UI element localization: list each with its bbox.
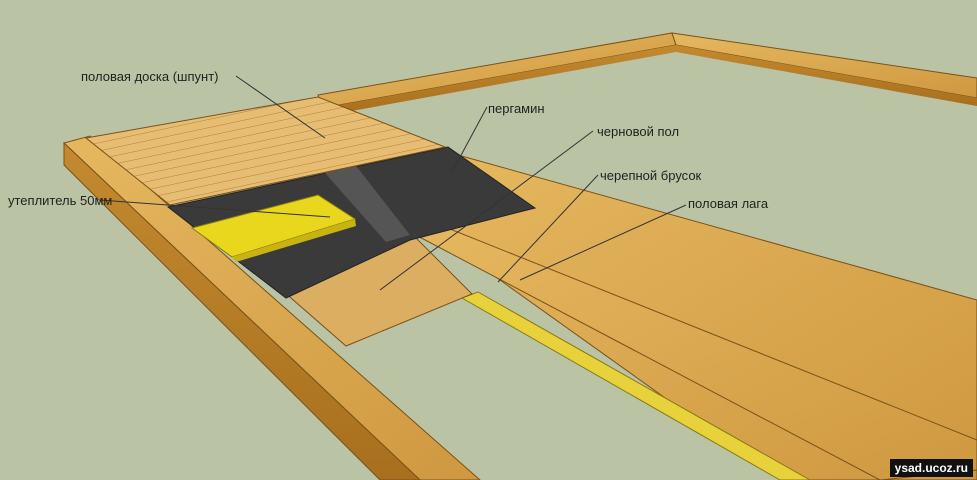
- back-frame-beam-side: [322, 45, 676, 116]
- site-watermark: ysad.ucoz.ru: [889, 459, 973, 477]
- pergamin-fold: [318, 158, 410, 242]
- right-frame-beam: [671, 32, 977, 99]
- right-frame-beam-side: [676, 45, 977, 106]
- label-floor-board: половая доска (шпунт): [81, 69, 219, 84]
- label-floor-joist: половая лага: [688, 196, 769, 211]
- insulation-slab-side: [232, 219, 356, 262]
- back-frame-beam: [317, 32, 677, 109]
- label-insulation: утеплитель 50мм: [8, 193, 113, 208]
- leader-lines: [99, 75, 687, 291]
- floor-boards: [84, 96, 447, 206]
- label-subfloor: черновой пол: [597, 124, 680, 139]
- front-left-beam-side: [63, 141, 421, 480]
- label-cranial-bar: черепной брусок: [600, 168, 702, 183]
- label-pergamin: пергамин: [488, 101, 545, 116]
